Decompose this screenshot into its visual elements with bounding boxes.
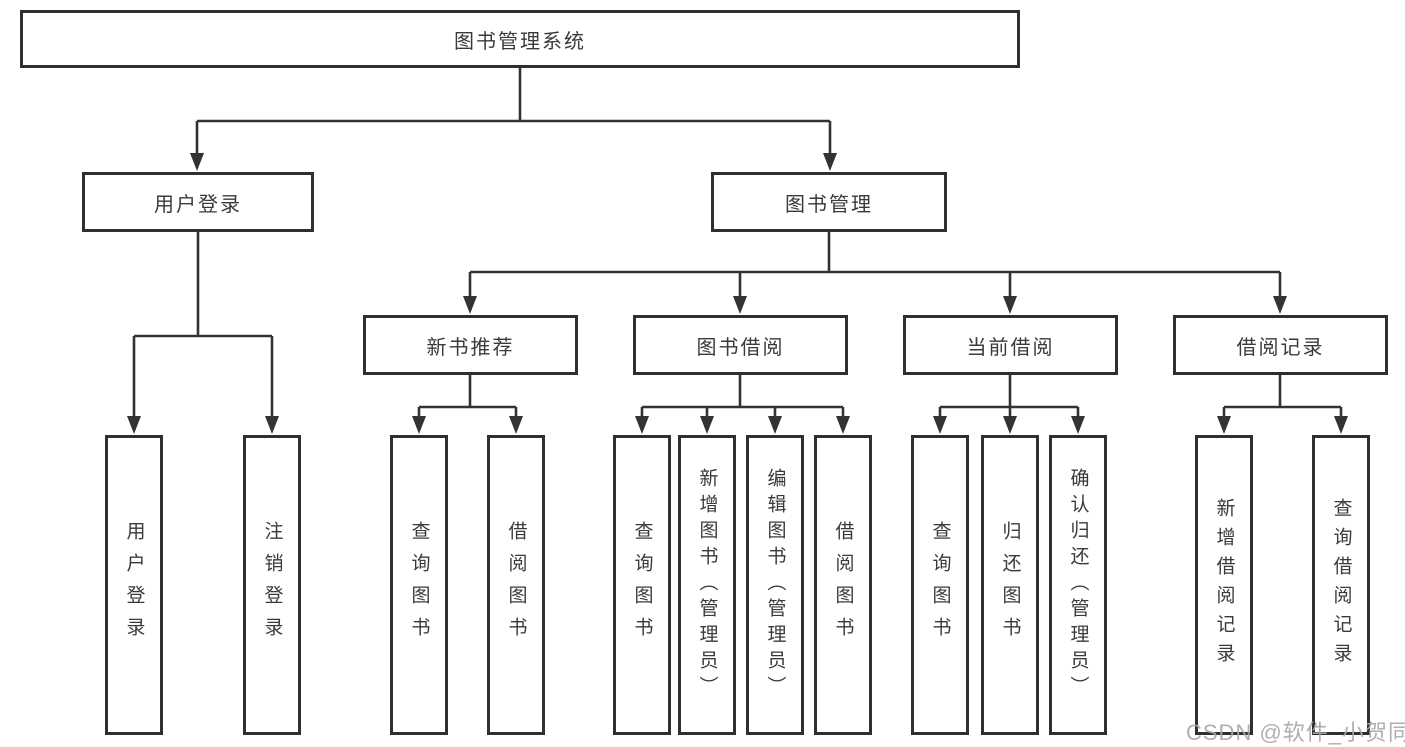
leaf-add-books-admin: 新增图书（管理员） <box>678 435 736 735</box>
node-label: 查询借阅记录 <box>1330 498 1352 672</box>
leaf-query-borrowing-record: 查询借阅记录 <box>1312 435 1370 735</box>
node-label: 归还图书 <box>999 521 1021 649</box>
node-label: 注销登录 <box>261 521 283 649</box>
leaf-edit-books-admin: 编辑图书（管理员） <box>746 435 804 735</box>
node-label: 用户登录 <box>123 521 145 649</box>
node-label: 查询图书 <box>408 521 430 649</box>
node-label: 图书管理系统 <box>454 30 586 53</box>
node-label: 新增图书（管理员） <box>696 468 718 702</box>
node-label: 用户登录 <box>154 193 242 216</box>
leaf-logout: 注销登录 <box>243 435 301 735</box>
node-label: 编辑图书（管理员） <box>764 468 786 702</box>
leaf-add-borrowing-record: 新增借阅记录 <box>1195 435 1253 735</box>
node-label: 查询图书 <box>631 521 653 649</box>
node-label: 借阅图书 <box>505 521 527 649</box>
node-label: 新书推荐 <box>426 336 515 359</box>
node-label: 查询图书 <box>929 521 951 649</box>
leaf-confirm-return-admin: 确认归还（管理员） <box>1049 435 1107 735</box>
node-user-login: 用户登录 <box>82 172 314 232</box>
leaf-query-books-borrowing: 查询图书 <box>613 435 671 735</box>
node-label: 图书管理 <box>785 193 873 216</box>
node-current-borrowing: 当前借阅 <box>903 315 1118 375</box>
node-new-book-recommendation: 新书推荐 <box>363 315 578 375</box>
leaf-query-books-recommendation: 查询图书 <box>390 435 448 735</box>
leaf-user-login: 用户登录 <box>105 435 163 735</box>
node-label: 图书借阅 <box>696 336 785 359</box>
node-label: 当前借阅 <box>966 336 1055 359</box>
node-label: 新增借阅记录 <box>1213 498 1235 672</box>
node-library-management-system: 图书管理系统 <box>20 10 1020 68</box>
leaf-return-books: 归还图书 <box>981 435 1039 735</box>
watermark: CSDN @软件_小贺同学 <box>1186 720 1405 745</box>
node-label: 确认归还（管理员） <box>1067 468 1089 702</box>
leaf-query-books-current: 查询图书 <box>911 435 969 735</box>
node-book-management: 图书管理 <box>711 172 947 232</box>
node-borrowing-records: 借阅记录 <box>1173 315 1388 375</box>
leaf-borrow-books-borrowing: 借阅图书 <box>814 435 872 735</box>
node-label: 借阅图书 <box>832 521 854 649</box>
node-label: 借阅记录 <box>1236 336 1325 359</box>
node-book-borrowing: 图书借阅 <box>633 315 848 375</box>
leaf-borrow-books-recommendation: 借阅图书 <box>487 435 545 735</box>
